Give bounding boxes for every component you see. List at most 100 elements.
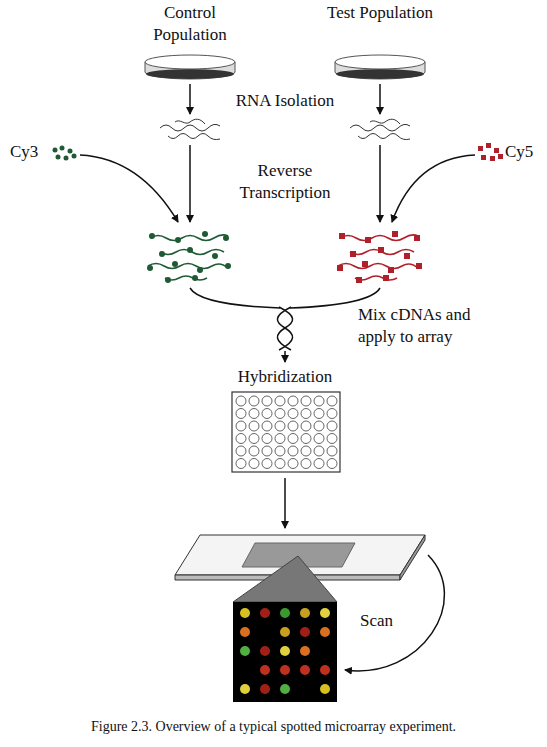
double-helix xyxy=(277,307,292,350)
array-spot xyxy=(240,627,250,637)
well xyxy=(288,446,298,456)
well xyxy=(275,434,285,444)
scan-arrow xyxy=(345,555,444,671)
array-spot xyxy=(300,627,310,637)
well xyxy=(327,446,337,456)
well xyxy=(301,434,311,444)
well xyxy=(249,434,259,444)
well xyxy=(327,409,337,419)
well xyxy=(314,421,324,431)
array-spot xyxy=(260,665,270,675)
flow-arrow xyxy=(189,145,191,222)
dye-arrow xyxy=(80,155,178,222)
array-spot xyxy=(240,684,250,694)
array-spot xyxy=(260,646,270,656)
step-label: Mix cDNAs and apply to array xyxy=(358,304,484,348)
well xyxy=(249,409,259,419)
well xyxy=(236,446,246,456)
petri-dish xyxy=(145,55,235,79)
array-spot xyxy=(280,608,290,618)
array-spot xyxy=(280,646,290,656)
array-spot xyxy=(300,646,310,656)
well xyxy=(262,396,272,406)
well xyxy=(314,396,324,406)
step-label: RNA Isolation xyxy=(220,90,350,112)
step-label: Reverse Transcription xyxy=(226,160,344,204)
well xyxy=(249,446,259,456)
well xyxy=(327,459,337,469)
population-label: Test Population xyxy=(324,2,436,24)
well xyxy=(301,396,311,406)
well xyxy=(275,459,285,469)
merge-line xyxy=(190,288,280,308)
well xyxy=(275,396,285,406)
step-label: Hybridization xyxy=(215,366,355,388)
dye-label: Cy3 xyxy=(10,141,50,163)
flow-arrow xyxy=(189,84,191,114)
array-spot xyxy=(280,665,290,675)
rna-strands xyxy=(160,119,410,139)
well xyxy=(288,434,298,444)
array-spot xyxy=(280,684,290,694)
flow-arrow xyxy=(379,84,381,114)
well xyxy=(236,459,246,469)
well xyxy=(327,396,337,406)
array-spot xyxy=(240,608,250,618)
population-label: Control Population xyxy=(134,2,246,46)
well xyxy=(314,446,324,456)
array-spot xyxy=(320,684,330,694)
well xyxy=(288,396,298,406)
array-spot xyxy=(280,627,290,637)
dye-label: Cy5 xyxy=(505,141,545,163)
flow-arrow xyxy=(379,145,381,222)
well xyxy=(262,434,272,444)
well xyxy=(301,446,311,456)
array-spot xyxy=(240,646,250,656)
well xyxy=(236,434,246,444)
well xyxy=(262,421,272,431)
well xyxy=(327,421,337,431)
well xyxy=(236,421,246,431)
well xyxy=(301,409,311,419)
array-spot xyxy=(300,608,310,618)
array-spot xyxy=(320,608,330,618)
well xyxy=(288,409,298,419)
well xyxy=(301,421,311,431)
well xyxy=(288,459,298,469)
cy3-dye xyxy=(53,146,77,161)
well xyxy=(262,459,272,469)
well xyxy=(314,459,324,469)
flow-arrow xyxy=(284,351,286,362)
zoom-beam xyxy=(233,556,337,602)
step-label: Scan xyxy=(360,610,420,632)
array-plate xyxy=(232,392,340,472)
well xyxy=(327,434,337,444)
well xyxy=(275,409,285,419)
array-spot xyxy=(320,627,330,637)
well xyxy=(249,396,259,406)
well xyxy=(249,421,259,431)
array-spot xyxy=(260,608,270,618)
well xyxy=(262,409,272,419)
well xyxy=(236,396,246,406)
well xyxy=(301,459,311,469)
well xyxy=(275,446,285,456)
dye-arrow xyxy=(392,155,475,222)
scan-image xyxy=(233,602,337,702)
well xyxy=(249,459,259,469)
array-spot xyxy=(300,665,310,675)
array-spot xyxy=(260,684,270,694)
well xyxy=(314,434,324,444)
figure-caption: Figure 2.3. Overview of a typical spotte… xyxy=(91,718,456,736)
cy3-cdna xyxy=(147,231,231,283)
well xyxy=(288,421,298,431)
cy5-cdna xyxy=(337,231,422,283)
well xyxy=(262,446,272,456)
well xyxy=(314,409,324,419)
petri-dish xyxy=(335,55,425,79)
well xyxy=(275,421,285,431)
well xyxy=(236,409,246,419)
cy5-dye xyxy=(478,143,503,161)
flow-arrow xyxy=(284,478,286,528)
array-spot xyxy=(320,665,330,675)
